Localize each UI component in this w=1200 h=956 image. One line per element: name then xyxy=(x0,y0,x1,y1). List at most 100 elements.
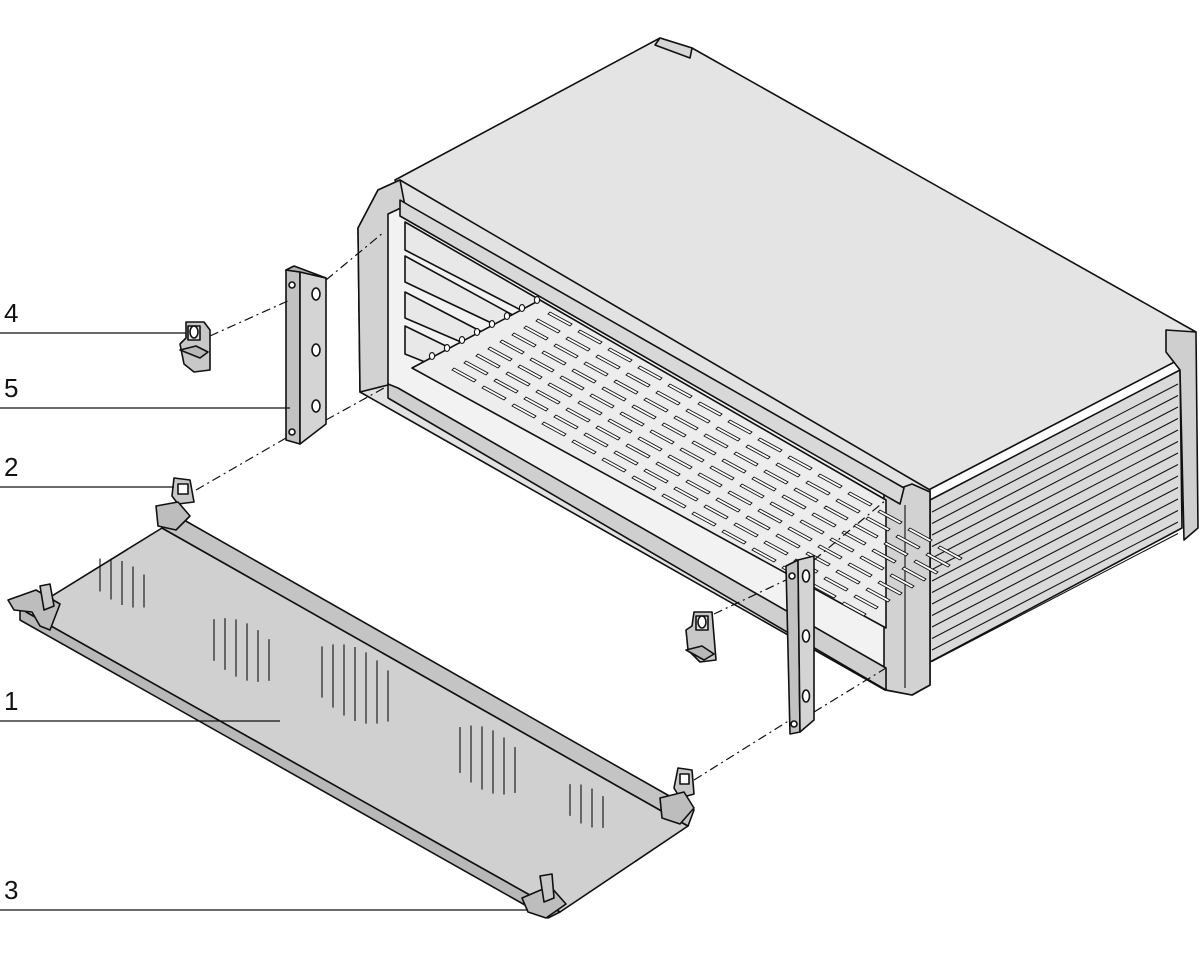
rail-hole xyxy=(488,320,496,328)
rib-line xyxy=(931,487,1179,616)
callouts: 4 5 2 1 3 xyxy=(0,298,528,911)
vent-slot xyxy=(571,368,597,384)
vent-slot xyxy=(547,311,573,327)
vent-slot xyxy=(631,404,657,420)
rail-hole xyxy=(533,296,541,304)
vent-slot xyxy=(685,479,711,495)
vent-slot xyxy=(655,390,681,406)
rail-hole xyxy=(503,312,511,320)
part-2-clip-right xyxy=(659,767,695,825)
vent-slot xyxy=(733,522,759,538)
callout-4: 4 xyxy=(4,298,18,328)
vent-slot xyxy=(775,533,801,549)
vent-slot xyxy=(751,547,777,563)
vent-slot xyxy=(607,418,633,434)
vent-slot xyxy=(661,422,687,438)
vent-slot xyxy=(613,379,639,395)
vent-slot xyxy=(697,472,723,488)
vent-slot xyxy=(673,486,699,502)
rib-line xyxy=(931,464,1179,593)
vent-slot xyxy=(841,601,867,617)
vent-slot xyxy=(523,396,549,412)
vent-slot xyxy=(505,371,531,387)
callout-5: 5 xyxy=(4,373,18,403)
vent-slot xyxy=(775,462,801,478)
part-2-clip xyxy=(155,477,195,531)
part-5-rail xyxy=(285,265,327,445)
vent-slot xyxy=(871,548,897,564)
front-top-rail xyxy=(399,199,905,505)
vent-slot xyxy=(811,512,837,528)
side-ribs xyxy=(931,383,1179,662)
vent-slot xyxy=(673,415,699,431)
vent-slot xyxy=(697,401,723,417)
vent-slot xyxy=(805,480,831,496)
vent-slot xyxy=(463,360,489,376)
rail-hole xyxy=(518,304,526,312)
assembly-lines xyxy=(195,231,887,781)
vent-slot xyxy=(535,389,561,405)
vent-slot xyxy=(637,365,663,381)
vent-slot xyxy=(619,411,645,427)
right-clip xyxy=(685,611,717,663)
vent-slot xyxy=(745,515,771,531)
rib-line xyxy=(931,498,1179,628)
callout-1: 1 xyxy=(4,686,18,716)
part-4-clip xyxy=(179,321,211,373)
rail-hole xyxy=(473,328,481,336)
front-bottom-rail xyxy=(387,383,887,691)
vent-slot xyxy=(847,562,873,578)
vent-slot xyxy=(595,425,621,441)
front-left-profile xyxy=(357,179,406,393)
vent-slot xyxy=(925,552,951,568)
vent-slot xyxy=(589,393,615,409)
vent-slot xyxy=(937,545,963,561)
rib-line xyxy=(931,510,1179,639)
vent-slot xyxy=(535,318,561,334)
rib-line xyxy=(931,533,1179,662)
rail-holes xyxy=(428,296,541,360)
vent-slot xyxy=(595,354,621,370)
vent-slot xyxy=(889,573,915,589)
vent-slot xyxy=(511,332,537,348)
vent-slot xyxy=(913,559,939,575)
vent-slot xyxy=(637,436,663,452)
vent-slot xyxy=(823,576,849,592)
vent-slot xyxy=(835,498,861,514)
rail-hole xyxy=(428,352,436,360)
vent-slot xyxy=(757,437,783,453)
vent-slot xyxy=(763,469,789,485)
vent-slot xyxy=(733,451,759,467)
vent-slot xyxy=(709,465,735,481)
vent-slot xyxy=(817,544,843,560)
vent-slot xyxy=(529,357,555,373)
callout-3: 3 xyxy=(4,875,18,905)
vent-slot xyxy=(685,408,711,424)
enclosure xyxy=(357,37,1199,696)
vent-slot xyxy=(511,403,537,419)
perforated-floor xyxy=(411,299,887,629)
vent-slot xyxy=(799,519,825,535)
vent-slot xyxy=(751,476,777,492)
rib-line xyxy=(931,418,1179,547)
vent-slot xyxy=(451,367,477,383)
vent-slot xyxy=(475,353,501,369)
vent-slot xyxy=(865,516,891,532)
panel-hatching xyxy=(99,558,604,828)
vent-slot xyxy=(553,343,579,359)
vent-slot xyxy=(679,447,705,463)
vent-slot xyxy=(721,529,747,545)
vent-slot xyxy=(643,397,669,413)
rear-right-profile xyxy=(1165,329,1199,541)
vent-slot xyxy=(787,526,813,542)
vent-slot xyxy=(745,444,771,460)
vent-slot xyxy=(571,439,597,455)
rail-hole xyxy=(443,344,451,352)
vent-slot xyxy=(715,426,741,442)
vent-slot xyxy=(823,505,849,521)
part-3-clip xyxy=(7,583,61,631)
vent-slot xyxy=(481,385,507,401)
vent-slot xyxy=(625,443,651,459)
vent-slot xyxy=(763,540,789,556)
